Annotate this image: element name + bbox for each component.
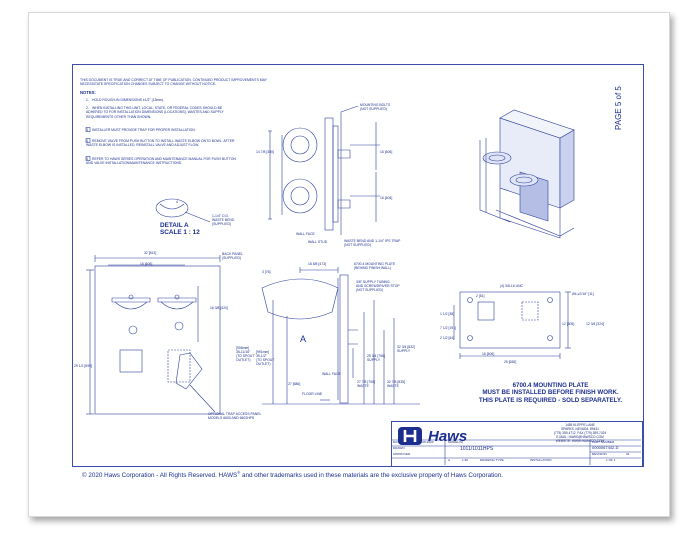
label-back-panel: BACK PANEL (SUPPLIED) [222,252,244,260]
tb-model-label: MODEL(S) [448,440,464,444]
wall-panel-side [324,117,334,231]
label-mounting-bolts: MOUNTING BOLTS (NOT SUPPLIED) [360,103,391,111]
dim-13: 27 7/8 [708] WASTE [357,380,375,388]
dim-1: 14 7/8 [380] [256,150,274,154]
dim-15: 2 [51] [476,294,485,298]
dim-9: 3 [76] [262,270,271,274]
notes-block: THIS DOCUMENT IS TRUE AND CORRECT AT TIM… [80,78,280,95]
isometric-product [479,109,575,239]
company-address: 1455 KLEPPE LANE SPARKS, NEVADA 89431 (7… [553,423,607,443]
dim-21: 12 [305] [562,322,575,326]
section-bowl [261,278,339,320]
dim-11: 29 3/4 [756] SUPPLY [367,354,385,362]
tb-revision-label: REVISION [592,452,607,456]
label-spout-a: [906mm] 35-11/16" (TO SPOUT OUTLET) [236,346,255,362]
dim-17: 7 1/2 [191] [440,326,457,330]
plate-note-line1: 6700.4 MOUNTING PLATE [512,382,589,389]
dim-3: 16 [406] [380,196,393,200]
dim-23: Ø4 ⌀7/16" [11] [572,292,594,296]
tb-approved: APPROVED [393,452,411,456]
label-waste-bend: 1-1/4" O.D. WASTE BEND (SUPPLIED) [212,214,235,226]
disclaimer-text: THIS DOCUMENT IS TRUE AND CORRECT AT TIM… [80,78,267,87]
copyright-line: © 2020 Haws Corporation - All Rights Res… [82,470,504,480]
trap-access-panel-right [167,349,191,383]
tb-drawing-type: DRAWING TYPE [480,458,504,462]
dim-4: 32 [813] [144,251,157,255]
tb-installation: INSTALLATION [530,458,552,462]
label-waste-trap: WASTE BEND AND 1-1/4" IPS TRAP (NOT SUPP… [344,239,401,247]
tb-sheet: 1 OF 1 [606,458,616,462]
notes-heading: NOTES: [80,89,96,95]
label-spout-b: [991mm] 39-1/2" (TO SPOUT OUTLET) [256,350,275,366]
drawing-border [72,64,644,467]
dim-20: 25 [635] [504,360,517,364]
copyright-pre: © 2020 Haws Corporation - All Rights Res… [82,472,238,480]
detail-a-caption: DETAIL A SCALE 1 : 12 [160,222,200,236]
bowl-top-view-lower [282,178,318,214]
note-2: 2.WHEN INSTALLING THIS UNIT, LOCAL, STAT… [86,106,224,119]
label-supply-tubing: 3/8" SUPPLY TUBING AND SCREWDRIVER STOP … [356,280,400,292]
tb-part-label: PART NUMBER [592,440,615,444]
dim-8: 18 5/8 [473] [308,262,326,266]
dim-5: 16 [406] [140,262,153,266]
dim-16: 1 1/2 [38] [440,312,455,316]
back-panel-front [94,265,221,415]
dim-19: 16 [406] [482,352,495,356]
tb-model: 1011/1011HPS [460,446,494,452]
tb-date: 10.08.2020 [418,440,434,444]
dim-6: 16 3/8 [420] [210,306,228,310]
label-wall-stud: WALL STUD [308,240,328,244]
tb-revision: 01 [626,452,630,456]
mounting-plate [459,291,561,349]
svg-text:Haws: Haws [428,428,467,445]
tb-date-label: DATE [393,440,402,444]
copyright-post: and other trademarks used in these mater… [240,472,504,480]
tb-scale: 1:40 [462,458,469,462]
note-1: 1.HOLD ROUGH-IN DIMENSIONS ±1/2" (13mm). [86,98,165,102]
detail-marker-4: 4 [176,200,178,204]
dim-12: 32 3/4 [832] SUPPLY [397,345,415,353]
bowl-top-view-upper [282,127,318,163]
trap-access-panel-left [119,349,143,373]
detail-scale: SCALE 1 : 12 [160,229,200,237]
dim-10: 27 [686] [288,382,301,386]
label-trap-access-panel: OPTIONAL TRAP ACCESS PANEL MODELS 6600 A… [208,412,262,420]
label-mounting-plate: 6700.4 MOUNTING PLATE (BEHIND FINISH WAL… [354,262,396,270]
haws-logo-icon: Haws [398,427,467,445]
tb-drawn: DRAWN [393,446,405,450]
drawing-sheet [28,12,670,517]
label-wall-face-top: WALL FACE [296,232,315,236]
label-floor-line: FLOOR LINE [302,392,323,396]
mounting-plate-note: 6700.4 MOUNTING PLATE MUST BE INSTALLED … [468,382,633,404]
dim-18: 2 1/2 [64] [440,336,455,340]
tb-part-number: 0000067442-D [592,445,619,450]
tb-size: A [448,458,451,462]
dim-14: 32 7/8 [835] WASTE [387,380,405,388]
title-block: Haws 1455 KLEPPE LANE SPARKS, NEVADA 894… [391,421,643,467]
plate-note-line2: MUST BE INSTALLED BEFORE FINISH WORK. [482,389,619,397]
section-a-marker: A [300,334,307,344]
label-unc: (4) 3/8-16 UNC [500,284,523,288]
dim-22: 12 3/4 [324] [586,322,604,326]
detail-title: DETAIL A [160,222,189,229]
dim-2: 16 [406] [380,150,393,154]
label-wall-face: WALL FACE [322,372,341,376]
dim-7: 29 1/2 [699] [74,364,92,368]
plate-note-line3: THIS PLATE IS REQUIRED - SOLD SEPARATELY… [478,396,623,404]
